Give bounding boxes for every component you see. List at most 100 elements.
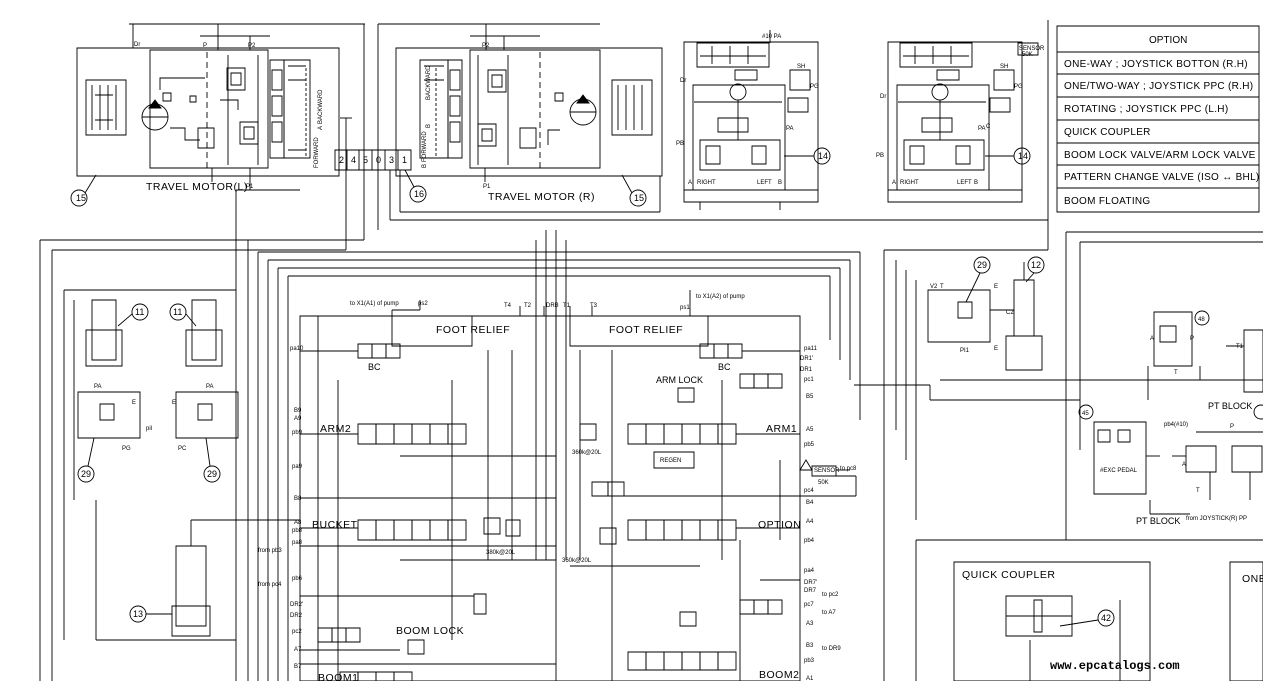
ppc-right-sensor: SENSOR — [1019, 46, 1045, 52]
boom-lock-label: BOOM LOCK — [396, 625, 464, 637]
control-valve — [300, 290, 856, 681]
ppc-right-a: A — [892, 180, 896, 186]
cv-rport-pa4: pa4 — [804, 568, 815, 574]
rs-label-a: A — [1150, 336, 1154, 342]
ppc-right-left-label: LEFT — [957, 180, 972, 186]
cyl-port-pa-left: PA — [94, 384, 102, 390]
pt-block-bottom: PT BLOCK — [1136, 516, 1180, 526]
t1-label: T1 — [1236, 344, 1244, 350]
callout-42: 42 — [1101, 613, 1111, 623]
travel-motor-left — [77, 24, 365, 190]
ppc-valve-right — [888, 42, 1038, 202]
watermark: www.epcatalogs.com — [1050, 659, 1180, 673]
cv-rport-b5: B5 — [806, 394, 814, 400]
tml-port-dr: Dr — [134, 42, 140, 48]
tml-a: A — [318, 126, 324, 130]
option-row-2: ONE/TWO-WAY ; JOYSTICK PPC (R.H) — [1064, 81, 1253, 92]
callout-13: 13 — [133, 609, 143, 619]
bucket-label: BUCKET — [312, 519, 358, 531]
ppc-right-b: B — [974, 180, 978, 186]
cv-rport-a5: A5 — [806, 427, 814, 433]
travel-motor-right — [378, 24, 662, 182]
cv-lport-pb9: pb9 — [292, 430, 303, 436]
foot-relief-right: FOOT RELIEF — [609, 324, 683, 336]
swivel-port-0: 0 — [376, 155, 381, 165]
arm2-label: ARM2 — [320, 423, 351, 435]
cv-lport-pc2: pc2 — [292, 629, 302, 635]
quick-coupler — [954, 562, 1263, 681]
cv-lport-a8: A8 — [294, 520, 302, 526]
cv-to-dr9: to DR9 — [822, 646, 841, 652]
ppc-left-pg: PG — [810, 84, 819, 90]
cv-to-a7: to A7 — [822, 610, 836, 616]
cyl-port-e-left: E — [132, 400, 136, 406]
cyl-port-pa-right: PA — [206, 384, 214, 390]
regen-label: REGEN — [660, 458, 681, 464]
callout-15-right: 15 — [634, 193, 644, 203]
arm-lock-label: ARM LOCK — [656, 375, 703, 385]
cv-rport-pc1: pc1 — [804, 377, 814, 383]
cv-rport-pc7: pc7 — [804, 602, 814, 608]
cv-lport-b8: B8 — [294, 496, 302, 502]
ppc-right-sh: SH — [1000, 64, 1008, 70]
swivel-port-5: 5 — [363, 155, 368, 165]
boom1-label: BOOM1 — [318, 672, 358, 681]
cv-rport-a3: A3 — [806, 621, 814, 627]
callout-12: 12 — [1031, 260, 1041, 270]
cv-port-t3: T3 — [590, 303, 598, 309]
callout-45: 45 — [1082, 411, 1089, 417]
relief-380: 380k@20L — [486, 550, 516, 556]
travel-motor-left-title: TRAVEL MOTOR(L) — [146, 181, 248, 193]
tml-backward: BACKWARD — [318, 89, 324, 124]
ppc-left-a: A — [688, 180, 692, 186]
cyl-port-pg: PG — [122, 446, 131, 452]
cv-port-drb: DRB — [546, 303, 559, 309]
cv-rport-a1: A1 — [806, 676, 814, 681]
cylinders-left — [78, 300, 300, 636]
exc-pedal-label: #EXC PEDAL — [1100, 468, 1138, 474]
cv-port-ps1: ps1 — [680, 305, 690, 311]
cv-rport-dr1p: DR1' — [800, 356, 813, 362]
tml-port-p1: P1 — [246, 184, 254, 190]
ppc-left-pa: PA — [786, 126, 794, 132]
travel-motor-right-title: TRAVEL MOTOR (R) — [488, 191, 595, 203]
ppc-right-dr: Dr — [880, 94, 886, 100]
tml-port-p2: P2 — [248, 43, 256, 49]
ppc-right-right-label: RIGHT — [900, 180, 919, 186]
cv-rport-a4: A4 — [806, 519, 814, 525]
option-row-5: BOOM LOCK VALVE/ARM LOCK VALVE — [1064, 150, 1256, 161]
rs-label-p: P — [1190, 336, 1194, 342]
cv-lport-pa8: pa8 — [292, 540, 303, 546]
cyl-port-pc: PC — [178, 446, 187, 452]
ppc-left-right-label: RIGHT — [697, 180, 716, 186]
ppc-right-pb: PB — [876, 153, 884, 159]
cv-rport-b4: B4 — [806, 500, 814, 506]
tmr-port-p2: P2 — [482, 43, 490, 49]
cv-from-pb3: from pb3 — [258, 548, 282, 554]
ppc-right-pg: PG — [1014, 84, 1023, 90]
cv-lport-b9: B9 — [294, 408, 302, 414]
swivel-joint — [335, 150, 411, 170]
pb4-label: pb4(#10) — [1164, 422, 1188, 428]
ppc-left-sh: SH — [797, 64, 805, 70]
cv-rport-b3: B3 — [806, 643, 814, 649]
boom-float — [928, 262, 1042, 370]
cv-port-t2: T2 — [524, 303, 532, 309]
bf-port-e-bottom: E — [994, 346, 998, 352]
rs-label-a2: A — [1182, 462, 1186, 468]
main-pipes — [40, 20, 1263, 681]
rs-label-t: T — [1174, 370, 1178, 376]
ppc-left-dr: Dr — [680, 78, 686, 84]
callout-29-boomfloat: 29 — [977, 260, 987, 270]
cv-from-pc4: from pc4 — [258, 582, 282, 588]
swivel-port-2: 2 — [339, 155, 344, 165]
cv-to-pump-left: to X1(A1) of pump — [350, 301, 399, 307]
tml-port-p: P — [203, 43, 207, 49]
cv-lport-dr2: DR2 — [290, 613, 303, 619]
swivel-port-1: 1 — [402, 155, 407, 165]
ppc-right-sensor-val: 50K — [1022, 52, 1033, 58]
tmr-b2: B — [422, 164, 428, 168]
quick-coupler-title: QUICK COUPLER — [962, 569, 1055, 581]
